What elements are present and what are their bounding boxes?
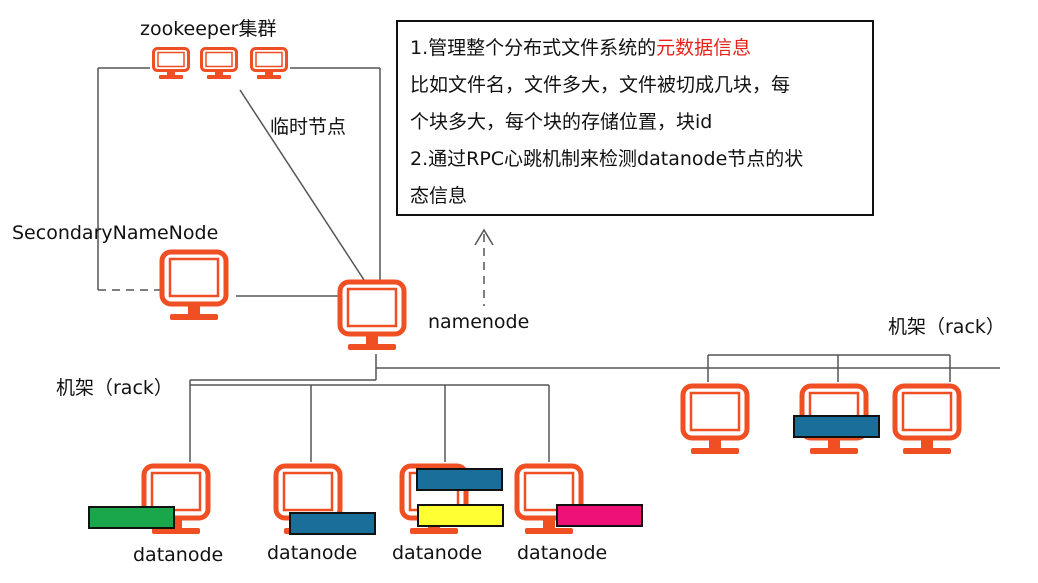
datanode-label: datanode	[392, 542, 483, 564]
monitor-icon	[340, 282, 404, 350]
secondary-namenode-label: SecondaryNameNode	[12, 222, 219, 244]
block-yellow	[417, 504, 504, 527]
monitor-icon	[683, 386, 747, 454]
metadata-highlight: 元数据信息	[656, 37, 752, 59]
connector-lines	[97, 67, 1000, 462]
rack-left-label: 机架（rack）	[56, 377, 173, 399]
zookeeper-label: zookeeper集群	[140, 18, 277, 40]
block-blue	[793, 415, 880, 438]
info-line-1-text: 1.管理整个分布式文件系统的	[410, 37, 657, 59]
namenode-info-box: 1.管理整个分布式文件系统的元数据信息 比如文件名，文件多大，文件被切成几块，每…	[396, 20, 874, 216]
rack-right-label: 机架（rack）	[888, 316, 1005, 338]
zk-namenode-diagonal	[239, 89, 367, 284]
info-line-4: 2.通过RPC心跳机制来检测datanode节点的状	[410, 148, 804, 170]
zookeeper-cluster	[152, 47, 288, 81]
block-blue	[289, 512, 376, 535]
block-blue	[416, 468, 503, 491]
monitor-icon	[152, 47, 190, 81]
datanode-label: datanode	[517, 542, 608, 564]
data-blocks	[88, 415, 880, 535]
namenode-label: namenode	[428, 311, 530, 333]
temp-node-label: 临时节点	[270, 116, 347, 138]
datanode-label: datanode	[133, 544, 224, 566]
monitor-icon	[250, 47, 288, 81]
datanode-label: datanode	[267, 542, 358, 564]
monitor-icon	[162, 252, 226, 320]
info-line-2: 比如文件名，文件多大，文件被切成几块，每	[410, 74, 791, 96]
info-line-3: 个块多大，每个块的存储位置，块id	[410, 111, 713, 133]
block-green	[88, 506, 175, 529]
monitor-icon	[200, 47, 238, 81]
info-line-5: 态信息	[410, 185, 468, 207]
dashed-arrow-icon	[474, 228, 494, 306]
block-pink	[556, 504, 643, 527]
monitor-icon	[895, 386, 959, 454]
info-line-1: 1.管理整个分布式文件系统的元数据信息	[410, 30, 860, 67]
